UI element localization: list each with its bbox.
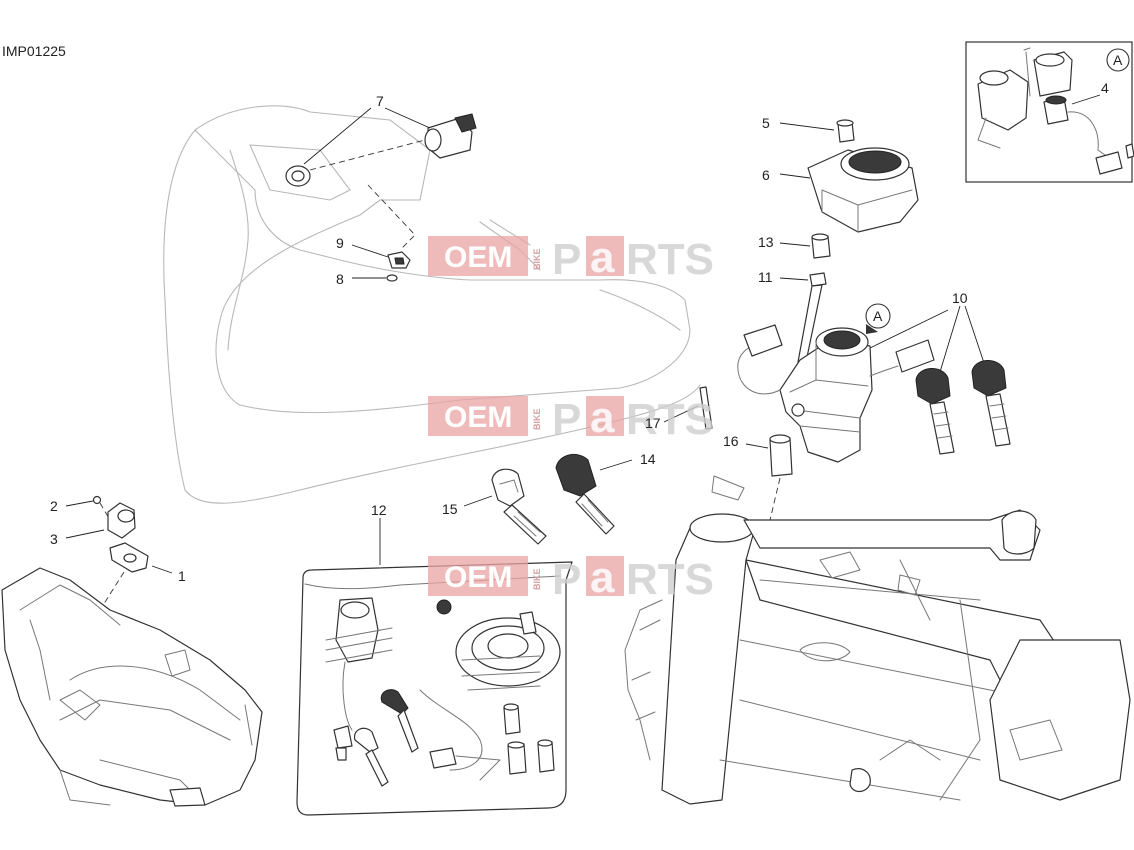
svg-text:a: a	[590, 553, 615, 602]
watermark-top: OEM BIKE P a RTS	[428, 233, 714, 284]
ref-label-4: 4	[1101, 80, 1109, 96]
part-17-pin	[663, 386, 713, 430]
part-12-kit	[296, 518, 573, 816]
ref-label-2: 2	[50, 498, 58, 514]
part-5-bushing	[779, 119, 855, 143]
ref-label-8: 8	[336, 271, 344, 287]
ref-label-13: 13	[758, 234, 774, 250]
ref-label-11: 11	[758, 269, 773, 285]
part-10-keys	[915, 305, 1011, 455]
ref-label-7: 7	[376, 93, 384, 109]
headlight-housing	[1, 567, 263, 807]
svg-text:BIKE: BIKE	[532, 248, 542, 270]
drawing-code: IMP01225	[2, 43, 66, 59]
svg-text:a: a	[590, 233, 615, 282]
ref-label-3: 3	[50, 531, 58, 547]
svg-text:RTS: RTS	[626, 555, 714, 604]
watermark-bottom: OEM BIKE P a RTS	[428, 553, 714, 604]
svg-text:a: a	[590, 393, 615, 442]
svg-text:RTS: RTS	[626, 395, 714, 444]
part-13-spacer	[779, 233, 831, 259]
ref-label-16: 16	[723, 433, 739, 449]
part-16-sleeve	[745, 434, 793, 521]
part-1-gasket	[84, 542, 173, 661]
svg-text:P: P	[552, 555, 581, 604]
svg-text:OEM: OEM	[444, 401, 512, 434]
part-3-lock-body	[65, 502, 136, 539]
svg-text:BIKE: BIKE	[532, 408, 542, 430]
ref-label-14: 14	[640, 451, 656, 467]
front-fairing-outline	[163, 105, 701, 504]
part-9-bracket	[351, 244, 411, 269]
ref-label-6: 6	[762, 167, 770, 183]
part-14-key	[555, 453, 633, 535]
svg-text:P: P	[552, 395, 581, 444]
part-6-ignition-cover	[779, 147, 919, 233]
svg-text:OEM: OEM	[444, 561, 512, 594]
ref-label-15: 15	[442, 501, 458, 517]
part-2-screw	[65, 495, 111, 521]
ignition-switch-assembly	[737, 309, 949, 463]
watermark-middle: OEM BIKE P a RTS	[428, 393, 714, 444]
ref-label-1: 1	[178, 568, 186, 584]
part-7-seat-lock-cylinder	[285, 107, 477, 251]
part-8-screw	[352, 274, 398, 282]
detail-marker-a: A	[865, 303, 891, 334]
ref-label-10: 10	[952, 290, 968, 306]
ref-label-17: 17	[645, 415, 661, 431]
svg-text:RTS: RTS	[626, 235, 714, 284]
ref-label-9: 9	[336, 235, 344, 251]
svg-text:OEM: OEM	[444, 241, 512, 274]
part-15-key	[463, 468, 547, 545]
ref-label-5: 5	[762, 115, 770, 131]
inset-detail-a: A	[965, 41, 1134, 183]
ref-label-12: 12	[371, 502, 387, 518]
svg-text:P: P	[552, 235, 581, 284]
detail-marker-a-label: A	[873, 308, 883, 324]
motorcycle-frame	[624, 475, 1131, 805]
svg-text:BIKE: BIKE	[532, 568, 542, 590]
inset-marker-a-label: A	[1113, 52, 1123, 68]
